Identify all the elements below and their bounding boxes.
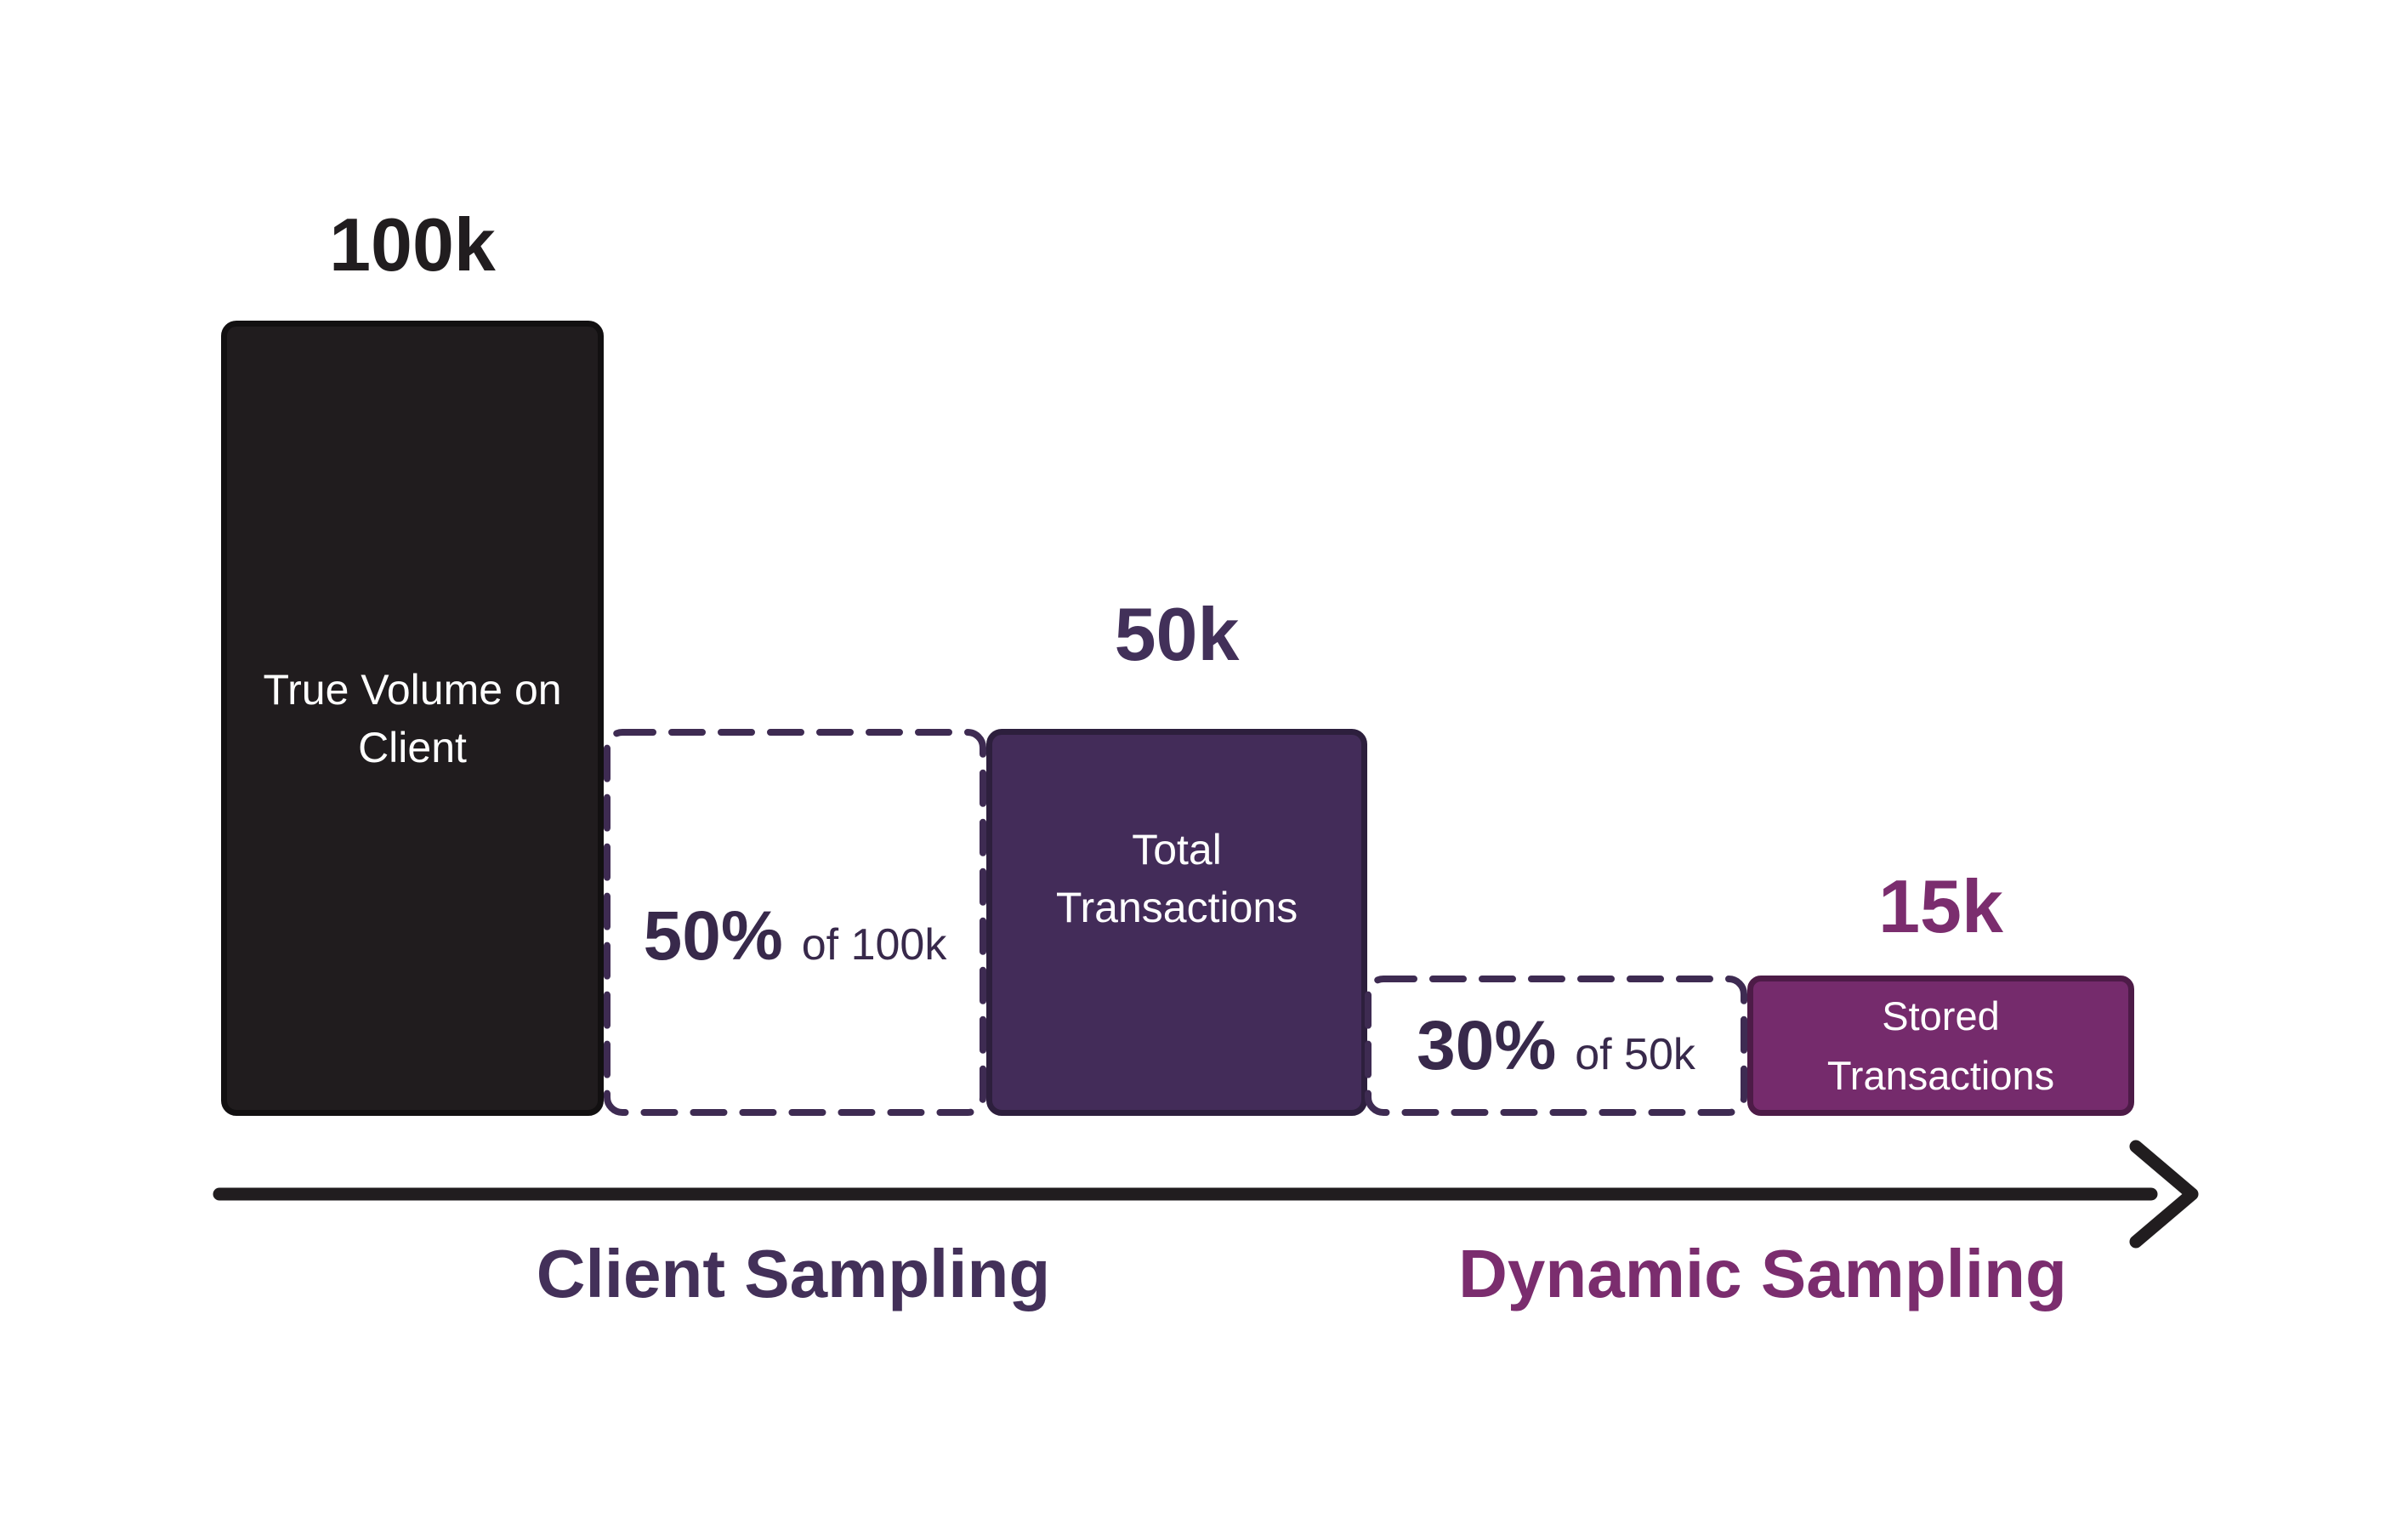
dynamic-sampling-of-label: of 50k [1575, 1029, 1695, 1079]
bar-total-transactions: Total Transactions [986, 729, 1367, 1116]
bar-stored-transactions: Stored Transactions [1747, 976, 2134, 1116]
caption-dynamic-sampling-rate-inner: 30% of 50k [1417, 1006, 1695, 1086]
bar-stored-transactions-label-line1: Stored [1882, 993, 2000, 1038]
bar-stored-transactions-label-line2: Transactions [1826, 1052, 2055, 1098]
axis-label-client-sampling: Client Sampling [536, 1236, 1051, 1311]
client-sampling-percent: 50% [643, 896, 783, 975]
timeline-arrow [204, 1123, 2245, 1266]
value-label-15k: 15k [1878, 864, 2003, 948]
caption-client-sampling-rate-inner: 50% of 100k [644, 896, 947, 976]
caption-client-sampling-rate: 50% of 100k [604, 729, 986, 1116]
bar-true-volume-label: True Volume on Client [263, 661, 561, 777]
value-label-50k: 50k [1114, 592, 1240, 676]
dynamic-sampling-percent: 30% [1417, 1006, 1557, 1084]
bar-total-transactions-label: Total Transactions [1056, 821, 1298, 936]
bar-total-transactions-label-line2: Transactions [1055, 883, 1298, 931]
bar-true-volume-label-line2: Client [358, 723, 467, 771]
axis-label-dynamic-sampling: Dynamic Sampling [1458, 1236, 2067, 1311]
value-label-100k: 100k [329, 202, 496, 287]
arrow-icon [213, 1140, 2199, 1249]
caption-dynamic-sampling-rate: 30% of 50k [1365, 976, 1747, 1116]
bar-true-volume-label-line1: True Volume on [263, 665, 562, 714]
bar-stored-transactions-label: Stored Transactions [1827, 987, 2054, 1106]
client-sampling-of-label: of 100k [801, 919, 947, 970]
bar-total-transactions-label-line1: Total [1132, 825, 1222, 873]
bar-true-volume-on-client: True Volume on Client [221, 321, 604, 1116]
